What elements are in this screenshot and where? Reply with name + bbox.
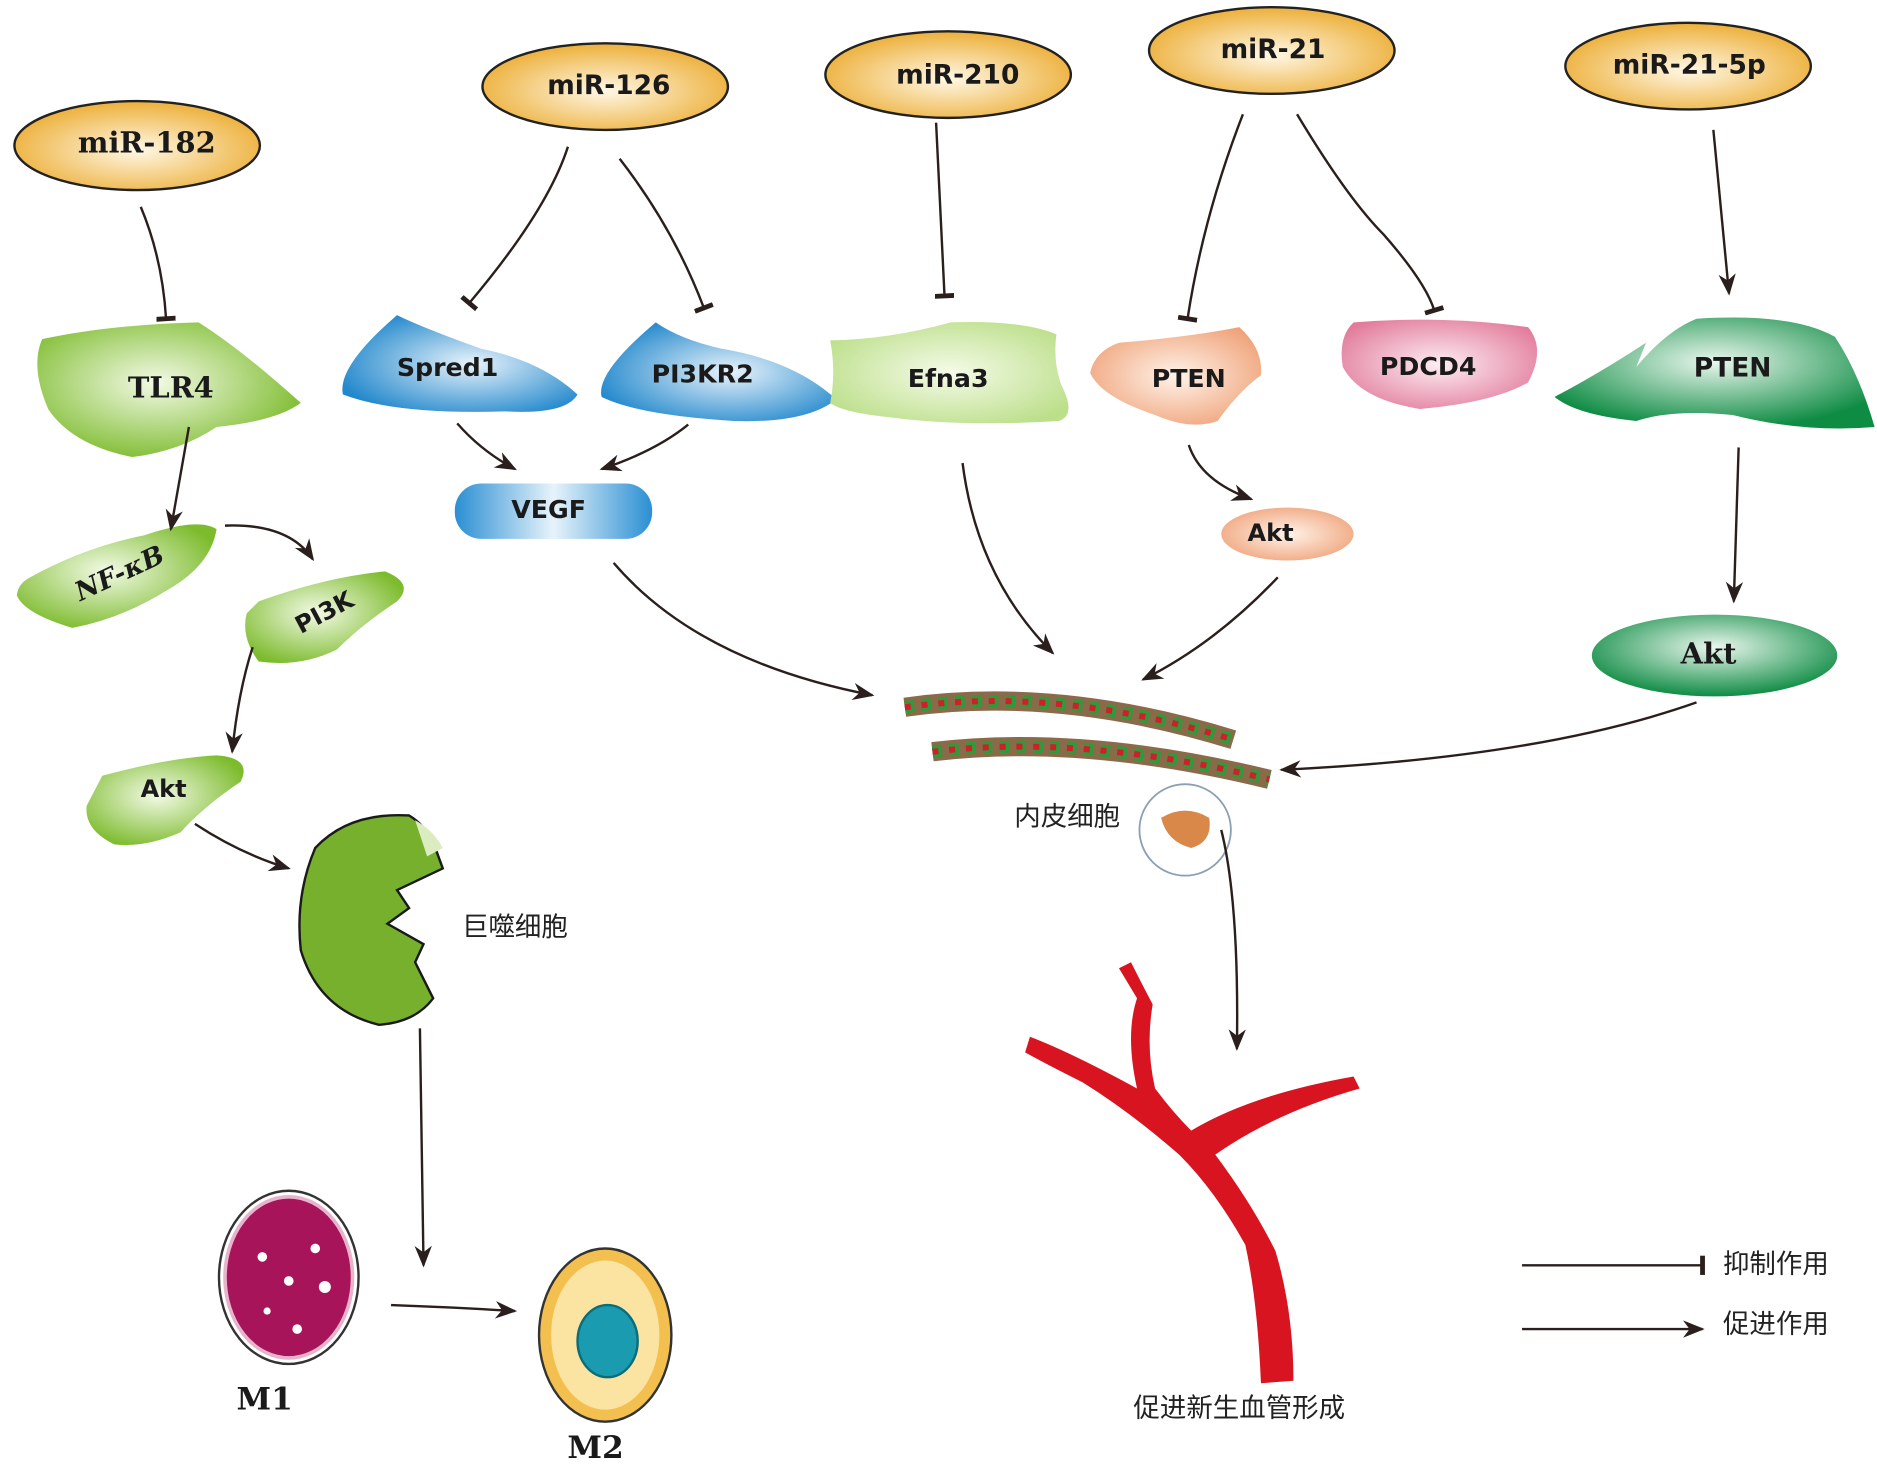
node-efna3: Efna3 — [830, 322, 1069, 424]
endothelial-cells: 内皮细胞 — [903, 691, 1272, 832]
edge-tlr4-nfkb — [165, 426, 191, 532]
tlr4-label: TLR4 — [128, 371, 214, 405]
edge-macrophage-m2 — [414, 1028, 432, 1268]
m2-cell: M2 — [537, 1247, 673, 1466]
node-vegf: VEGF — [454, 483, 653, 539]
legend-inhibit-label: 抑制作用 — [1723, 1249, 1829, 1280]
mir-21-label: miR-21 — [1221, 34, 1326, 65]
edge-spred1-vegf — [456, 422, 517, 471]
edge-m1-m2 — [390, 1301, 518, 1319]
node-akt-peach: Akt — [1221, 507, 1354, 561]
akt-left-label: Akt — [141, 775, 187, 803]
edge-pten2-akt2 — [1725, 447, 1744, 604]
mir-182-label: miR-182 — [78, 125, 216, 159]
pdcd4-label: PDCD4 — [1380, 352, 1477, 381]
mirna-mir-210: miR-210 — [824, 30, 1073, 120]
pi3kr2-label: PI3KR2 — [652, 359, 754, 388]
mir-126-label: miR-126 — [547, 70, 670, 101]
efna3-label: Efna3 — [908, 364, 989, 393]
angiogenesis-label: 促进新生血管形成 — [1133, 1393, 1345, 1424]
edge-efna3-endothelial — [961, 462, 1055, 655]
node-nfkb: NF-κB — [16, 524, 217, 628]
node-pdcd4: PDCD4 — [1341, 319, 1538, 409]
mirna-mir-182: miR-182 — [13, 99, 262, 192]
mirna-mir-21-5p: miR-21-5p — [1564, 21, 1813, 111]
edge-akt2-endothelial — [1279, 701, 1697, 778]
edge-mir21-pdcd4 — [1296, 113, 1445, 316]
node-akt-left: Akt — [86, 755, 244, 846]
mirna-mir-21: miR-21 — [1147, 6, 1396, 96]
edge-mir126-spred1 — [460, 146, 570, 312]
pten-1-label: PTEN — [1152, 364, 1226, 393]
akt-darkgreen-label: Akt — [1680, 637, 1737, 671]
spred1-label: Spred1 — [397, 353, 499, 382]
legend: 抑制作用 促进作用 — [1522, 1249, 1829, 1340]
vegf-label: VEGF — [511, 495, 586, 524]
watermark-logo — [1138, 783, 1232, 877]
mir-210-label: miR-210 — [896, 59, 1019, 90]
edge-vegf-endothelial — [612, 562, 875, 701]
macrophage-cell: 巨噬细胞 — [298, 813, 568, 1026]
akt-peach-label: Akt — [1248, 519, 1294, 547]
node-pi3k: PI3K — [245, 571, 404, 664]
m1-label: M1 — [237, 1382, 293, 1418]
pten-2-label: PTEN — [1694, 353, 1772, 384]
edge-akt-endothelial — [1141, 576, 1279, 681]
node-akt-darkgreen: Akt — [1591, 614, 1838, 697]
edge-endothelial-angiogenesis — [1220, 829, 1246, 1051]
blood-vessel: 促进新生血管形成 — [1025, 962, 1360, 1424]
endothelial-label: 内皮细胞 — [1014, 801, 1120, 832]
edge-akt-macrophage — [194, 822, 291, 872]
edge-mir182-tlr4 — [139, 206, 176, 322]
edge-pi3k-akt — [225, 646, 254, 754]
m1-cell: M1 — [217, 1189, 360, 1418]
node-spred1: Spred1 — [342, 315, 578, 412]
node-pten-1: PTEN — [1090, 327, 1262, 425]
node-pten-2: PTEN — [1554, 317, 1875, 429]
mirna-mir-126: miR-126 — [481, 42, 730, 132]
edge-mir210-efna3 — [934, 122, 955, 299]
edge-pi3kr2-vegf — [599, 423, 689, 472]
node-pi3kr2: PI3KR2 — [601, 322, 837, 422]
edge-mir215p-pten — [1712, 129, 1736, 296]
mir-21-5p-label: miR-21-5p — [1613, 50, 1766, 81]
node-tlr4: TLR4 — [37, 322, 301, 458]
legend-promote-label: 促进作用 — [1723, 1309, 1829, 1340]
edge-nfkb-pi3k — [224, 524, 315, 562]
edge-pten-akt — [1187, 444, 1254, 501]
macrophage-label: 巨噬细胞 — [462, 912, 568, 943]
edge-mir21-pten — [1177, 113, 1245, 323]
edges — [139, 113, 1744, 1319]
edge-mir126-pi3kr2 — [618, 158, 714, 314]
m2-label: M2 — [567, 1430, 623, 1466]
